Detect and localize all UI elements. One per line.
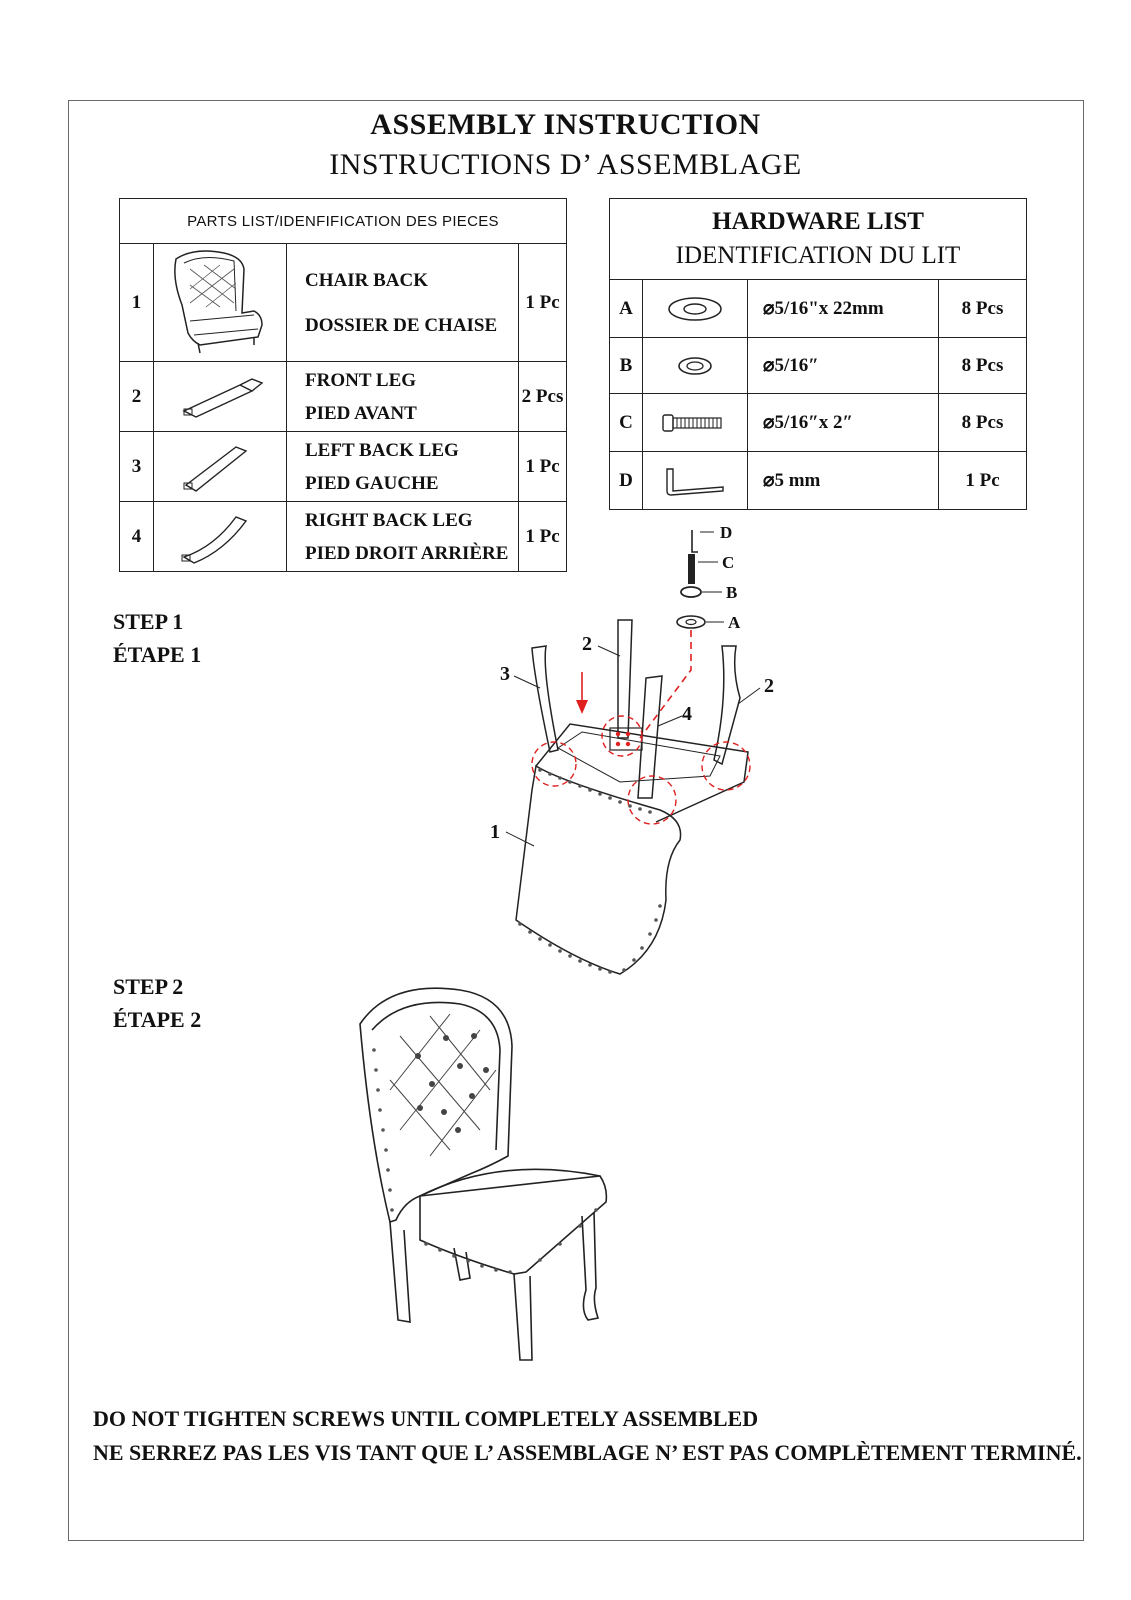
legs <box>531 619 741 799</box>
left-back-leg-icon <box>153 431 287 502</box>
parts-row: 1 CHAIR BACK DOSSIER DE CHAISE 1 Pc <box>119 243 567 362</box>
bolt-icon <box>642 393 748 452</box>
part-label-4: 4 <box>682 703 692 725</box>
part-name: LEFT BACK LEG PIED GAUCHE <box>286 431 519 502</box>
hardware-qty: 8 Pcs <box>938 393 1027 452</box>
warning-fr: NE SERREZ PAS LES VIS TANT QUE L’ ASSEMB… <box>93 1440 1082 1465</box>
hardware-qty: 8 Pcs <box>938 279 1027 338</box>
part-name: CHAIR BACK DOSSIER DE CHAISE <box>286 243 519 362</box>
nailhead-trim <box>518 768 662 974</box>
hardware-header-en: HARDWARE LIST <box>712 208 924 235</box>
part-name: FRONT LEG PIED AVANT <box>286 361 519 432</box>
assembly-guide-line <box>639 630 692 739</box>
right-back-leg-icon <box>153 501 287 572</box>
part-name-fr: DOSSIER DE CHAISE <box>305 314 498 336</box>
left-back-leg <box>531 645 559 753</box>
part-name-en: CHAIR BACK <box>305 269 428 291</box>
part-qty: 2 Pcs <box>518 361 567 432</box>
parts-list-header: PARTS LIST/IDENFIFICATION DES PIECES <box>119 198 567 244</box>
callout-lines <box>505 645 761 847</box>
hardware-spec: ⌀5/16"x 22mm <box>747 279 939 338</box>
hardware-row: A ⌀5/16"x 22mm 8 Pcs <box>609 279 1027 338</box>
step2-label: STEP 2 ÉTAPE 2 <box>113 970 201 1036</box>
step1-fr: ÉTAPE 1 <box>113 642 202 667</box>
parts-row: 4 RIGHT BACK LEG PIED DROIT ARRIÈRE 1 Pc <box>119 501 567 572</box>
hardware-header-fr: IDENTIFICATION DU LIT <box>675 242 961 269</box>
right-back-leg <box>637 675 663 799</box>
part-label-2b: 2 <box>764 675 774 697</box>
part-name-fr: PIED AVANT <box>305 402 417 424</box>
step1-label: STEP 1 ÉTAPE 1 <box>113 605 201 671</box>
hardware-row: D ⌀5 mm 1 Pc <box>609 451 1027 510</box>
hardware-letter: C <box>609 393 643 452</box>
hardware-row: B ⌀5/16″ 8 Pcs <box>609 337 1027 394</box>
hardware-list-table: HARDWARE LIST IDENTIFICATION DU LIT A ⌀5… <box>609 198 1027 510</box>
part-qty: 1 Pc <box>518 431 567 502</box>
seat-frame <box>515 723 749 975</box>
part-qty: 1 Pc <box>518 501 567 572</box>
hardware-row: C ⌀5/16″x 2″ 8 Pcs <box>609 393 1027 452</box>
flat-washer-icon <box>642 279 748 338</box>
hw-label-a: A <box>728 613 741 632</box>
front-leg-right <box>713 645 741 766</box>
part-name-fr: PIED GAUCHE <box>305 472 439 494</box>
parts-row: 2 FRONT LEG PIED AVANT 2 Pcs <box>119 361 567 432</box>
warning-en: DO NOT TIGHTEN SCREWS UNTIL COMPLETELY A… <box>93 1406 759 1431</box>
front-leg-left <box>617 619 633 739</box>
parts-row: 3 LEFT BACK LEG PIED GAUCHE 1 Pc <box>119 431 567 502</box>
hardware-qty: 1 Pc <box>938 451 1027 510</box>
hardware-letter: D <box>609 451 643 510</box>
hardware-qty: 8 Pcs <box>938 337 1027 394</box>
part-label-2a: 2 <box>582 633 592 655</box>
front-leg-icon <box>153 361 287 432</box>
down-arrow-icon <box>576 672 588 714</box>
tufting-buttons <box>415 1033 489 1133</box>
part-name: RIGHT BACK LEG PIED DROIT ARRIÈRE <box>286 501 519 572</box>
title-en: ASSEMBLY INSTRUCTION <box>370 108 761 141</box>
part-label-1: 1 <box>490 821 500 843</box>
step1-diagram: D C B A <box>490 523 774 975</box>
part-label-3: 3 <box>500 663 510 685</box>
hw-label-c: C <box>722 553 734 572</box>
allen-key-icon <box>642 451 748 510</box>
part-qty: 1 Pc <box>518 243 567 362</box>
hardware-list-header: HARDWARE LIST IDENTIFICATION DU LIT <box>609 198 1027 280</box>
part-name-fr: PIED DROIT ARRIÈRE <box>305 542 509 564</box>
hardware-stack: D C B A <box>676 523 741 632</box>
part-number: 2 <box>119 361 154 432</box>
hw-label-d: D <box>720 523 732 542</box>
hardware-spec: ⌀5 mm <box>747 451 939 510</box>
step1-en: STEP 1 <box>113 609 184 634</box>
hardware-letter: A <box>609 279 643 338</box>
part-name-en: RIGHT BACK LEG <box>305 509 473 531</box>
mounting-plate <box>609 727 643 751</box>
part-number: 4 <box>119 501 154 572</box>
hardware-spec: ⌀5/16″x 2″ <box>747 393 939 452</box>
title-fr: INSTRUCTIONS D’ ASSEMBLAGE <box>329 148 802 181</box>
parts-list-table: PARTS LIST/IDENFIFICATION DES PIECES 1 C… <box>119 198 567 572</box>
assembled-chair-illustration <box>359 987 608 1361</box>
hardware-letter: B <box>609 337 643 394</box>
lock-washer-icon <box>642 337 748 394</box>
nailhead-trim <box>372 1048 598 1274</box>
highlight-circles <box>531 715 751 825</box>
part-name-en: LEFT BACK LEG <box>305 439 459 461</box>
chair-back-icon <box>153 243 287 362</box>
step2-en: STEP 2 <box>113 974 184 999</box>
part-number: 3 <box>119 431 154 502</box>
hw-label-b: B <box>726 583 737 602</box>
part-name-en: FRONT LEG <box>305 369 417 391</box>
step2-fr: ÉTAPE 2 <box>113 1007 202 1032</box>
part-number: 1 <box>119 243 154 362</box>
hardware-spec: ⌀5/16″ <box>747 337 939 394</box>
tufting <box>389 1013 497 1157</box>
page-frame <box>68 100 1084 1541</box>
